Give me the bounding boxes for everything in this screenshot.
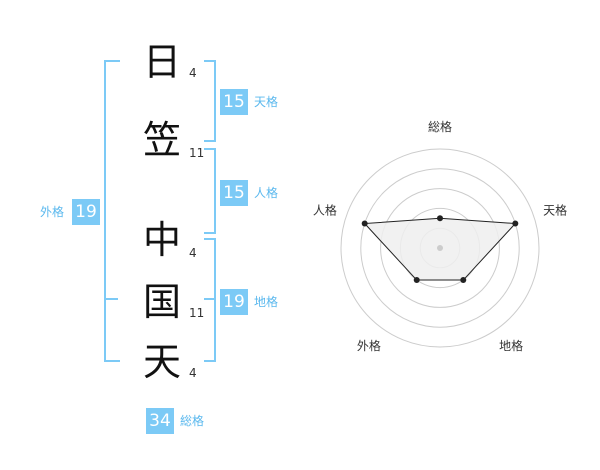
radar-ring-5	[340, 148, 540, 348]
name-char-5: 天	[142, 340, 181, 384]
stroke-count-2: 11	[189, 146, 205, 160]
soukaku-label: 総格	[180, 414, 205, 428]
chikaku-label: 地格	[254, 295, 279, 309]
stroke-count-5: 4	[189, 366, 197, 380]
gaikaku-label: 外格	[40, 205, 65, 219]
radar-point-1	[437, 215, 443, 222]
jinkaku-value-box: 15	[220, 180, 248, 206]
radar-axis-label-2: 天格	[543, 203, 567, 218]
radar-point-2	[512, 220, 519, 227]
chikaku-bracket-divider	[204, 298, 214, 300]
jinkaku-label: 人格	[254, 186, 279, 200]
radar-point-4	[413, 277, 420, 284]
name-char-2: 笠	[142, 118, 181, 162]
stroke-count-4: 11	[189, 306, 205, 320]
name-char-1: 日	[142, 40, 181, 84]
radar-axis-label-1: 総格	[428, 119, 452, 134]
radar-point-5	[361, 220, 368, 227]
chikaku-bracket	[204, 238, 216, 362]
gaikaku-bracket-divider	[104, 298, 118, 300]
soukaku-value-box: 34	[146, 408, 174, 434]
jinkaku-bracket	[204, 148, 216, 234]
radar-ring-3	[380, 188, 500, 308]
stroke-count-1: 4	[189, 66, 197, 80]
gaikaku-bracket	[104, 60, 120, 362]
radar-axis-label-3: 地格	[499, 338, 523, 353]
tenkaku-value-box: 15	[220, 89, 248, 115]
radar-ring-4	[360, 168, 520, 328]
chikaku-value-box: 19	[220, 289, 248, 315]
radar-center-dot	[437, 245, 443, 251]
tenkaku-label: 天格	[254, 95, 279, 109]
stroke-count-3: 4	[189, 246, 197, 260]
radar-axis-label-4: 外格	[357, 338, 381, 353]
name-char-4: 国	[142, 280, 181, 324]
radar-point-3	[460, 277, 467, 284]
gaikaku-value-box: 19	[72, 199, 100, 225]
tenkaku-bracket	[204, 60, 216, 142]
radar-axis-label-5: 人格	[313, 203, 337, 218]
name-char-3: 中	[142, 218, 181, 262]
